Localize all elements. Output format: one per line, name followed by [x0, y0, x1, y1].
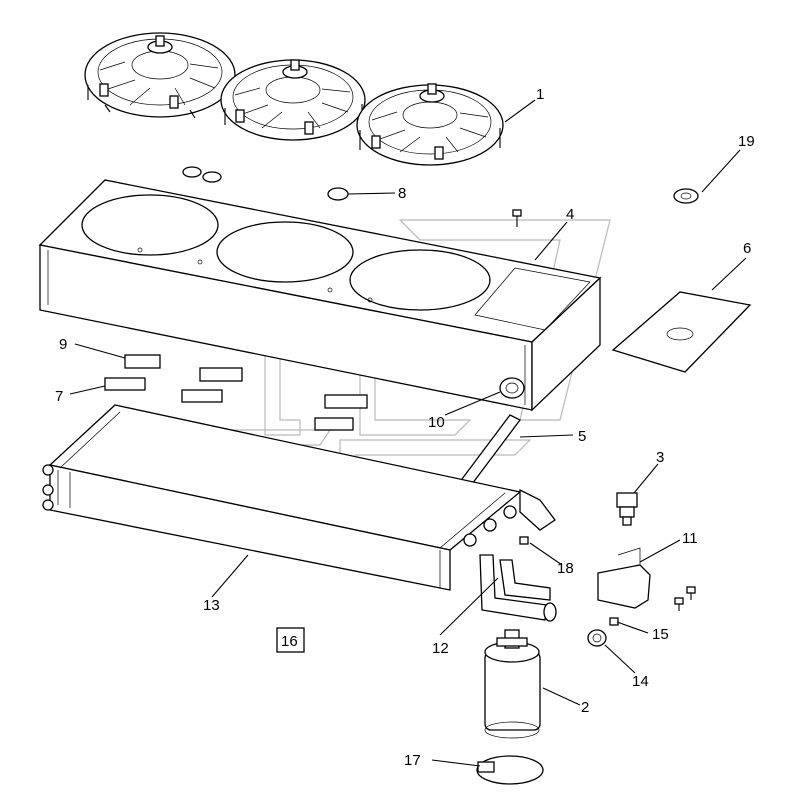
switch-bracket — [597, 547, 651, 609]
callout-11: 11 — [682, 530, 698, 547]
callout-7: 7 — [55, 388, 63, 405]
callout-19: 19 — [738, 133, 755, 150]
cover-plate — [611, 291, 752, 373]
callout-4: 4 — [566, 206, 574, 223]
callout-2: 2 — [581, 699, 589, 716]
callout-14: 14 — [632, 673, 649, 690]
fan-center — [220, 59, 366, 141]
fan-assembly — [84, 32, 504, 166]
group-box: 16 — [276, 627, 305, 653]
callout-13: 13 — [203, 597, 220, 614]
callout-12: 12 — [432, 640, 449, 657]
brackets — [104, 354, 368, 431]
clamp — [476, 755, 544, 785]
receiver-drier — [484, 629, 541, 739]
callout-17: 17 — [404, 752, 421, 769]
callout-6: 6 — [743, 240, 751, 257]
callout-9: 9 — [59, 336, 67, 353]
leader-lines — [69, 99, 747, 767]
callout-10: 10 — [428, 414, 445, 431]
callout-8: 8 — [398, 185, 406, 202]
callout-labels: 1 2 3 4 5 6 7 8 9 10 11 12 13 14 15 17 1… — [55, 86, 755, 769]
callout-15: 15 — [652, 626, 669, 643]
fan-left — [84, 32, 236, 119]
pressure-switch — [616, 492, 638, 526]
evaporator-coil — [42, 404, 522, 591]
bolts — [464, 209, 696, 626]
piping — [479, 488, 557, 622]
housing — [38, 179, 602, 412]
callout-5: 5 — [578, 428, 586, 445]
callout-3: 3 — [656, 449, 664, 466]
callout-1: 1 — [536, 86, 544, 103]
fan-right — [356, 83, 504, 166]
grommets — [182, 166, 699, 204]
callout-18: 18 — [557, 560, 574, 577]
fitting — [587, 629, 607, 647]
group-box-label: 16 — [281, 633, 298, 650]
